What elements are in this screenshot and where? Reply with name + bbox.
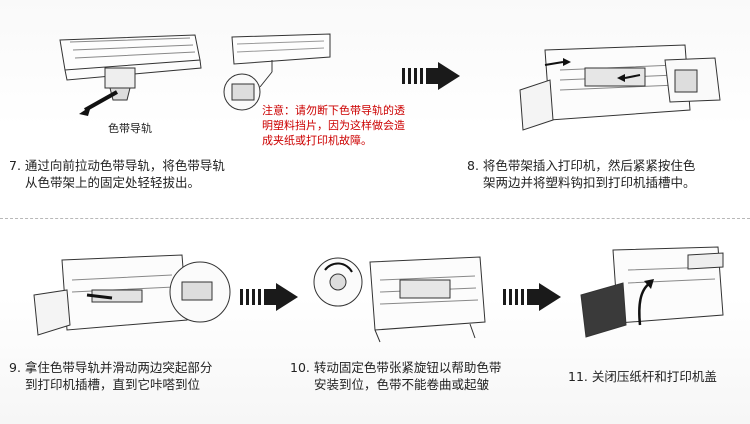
step-7-caption-line-2: 从色带架上的固定处轻轻拔出。 [25,175,201,190]
printer-guide-slide-illustration [33,254,231,336]
row-divider [0,218,750,219]
warning-line-2: 明塑料挡片，因为这样做会造 [262,119,405,132]
step-7-caption-line-1: 7. 通过向前拉动色带导轨，将色带导轨 [9,158,225,173]
printer-insert-illustration [519,44,721,131]
ribbon-guide-label: 色带导轨 [108,122,152,135]
step-arrow-icon [240,283,298,311]
step-arrow-icon [402,62,460,90]
printer-tension-knob-illustration [313,256,486,343]
step-9-caption-line-1: 9. 拿住色带导轨并滑动两边突起部分 [9,360,213,375]
step-11-caption: 11. 关闭压纸杆和打印机盖 [568,369,717,384]
ribbon-cartridge-illustration [59,34,202,116]
step-9-caption-line-2: 到打印机插槽，直到它咔嗒到位 [25,377,201,392]
guide-detail-illustration [223,33,331,111]
printer-close-cover-illustration [580,246,724,338]
warning-line-1: 注意：请勿断下色带导轨的透 [262,104,405,117]
step-8-caption-line-1: 8. 将色带架插入打印机，然后紧紧按住色 [467,158,696,173]
step-10-caption-line-1: 10. 转动固定色带张紧旋钮以帮助色带 [290,360,502,375]
warning-line-3: 成夹纸或打印机故障。 [262,134,372,147]
step-10-caption-line-2: 安装到位，色带不能卷曲或起皱 [314,377,490,392]
step-arrow-icon [503,283,561,311]
step-8-caption-line-2: 架两边并将塑料钩扣到打印机插槽中。 [483,175,696,190]
